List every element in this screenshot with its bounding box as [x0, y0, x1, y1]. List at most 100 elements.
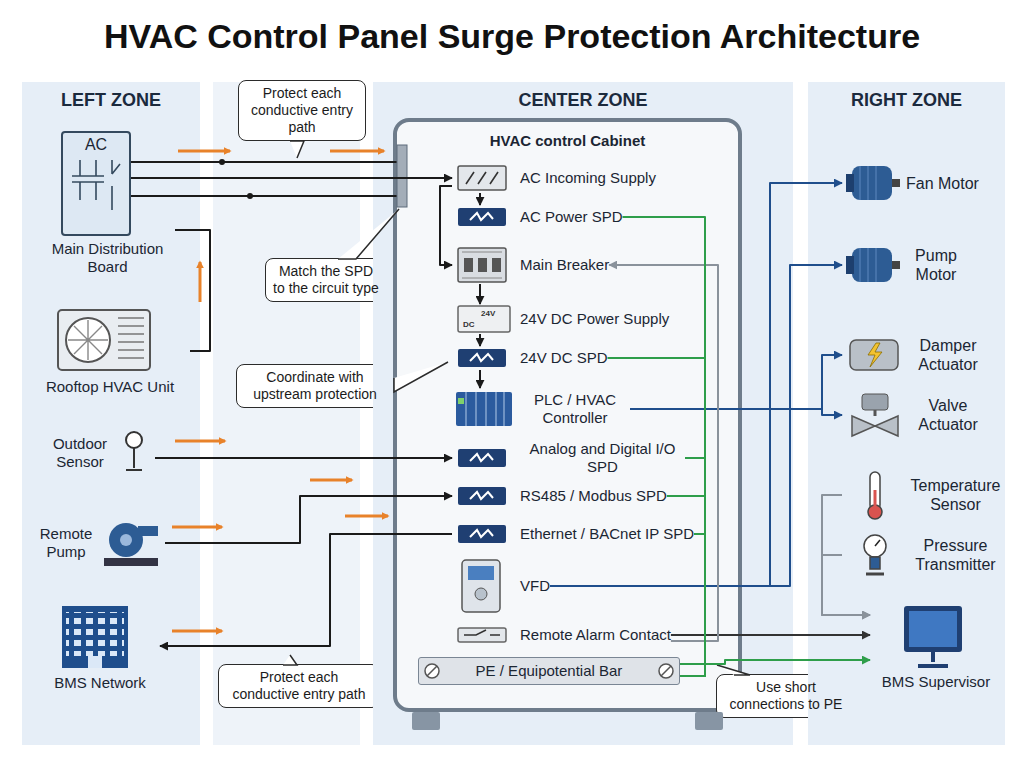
vfd-icon: [462, 560, 500, 612]
pressure-transmitter-icon: [875, 540, 880, 546]
node-label: Ethernet / BACnet IP SPD: [520, 525, 694, 543]
node-label: Use short connections to PE: [724, 679, 848, 713]
node-label: Pressure Transmitter: [906, 536, 1005, 574]
node-label: RS485 / Modbus SPD: [520, 487, 667, 505]
surge-arrow: [199, 262, 202, 302]
main-breaker-icon: [464, 258, 473, 272]
distribution-board-icon: [62, 132, 130, 235]
callout-box: Protect each conductive entry path: [218, 664, 380, 708]
temperature-sensor-icon: [870, 472, 880, 510]
distribution-board-icon: [62, 132, 130, 235]
connector: [479, 370, 481, 388]
cabinet-leg: [412, 712, 723, 730]
power-supply-icon: [458, 306, 510, 332]
rooftop-unit-icon: [58, 310, 150, 370]
node-label: Remote Pump: [35, 525, 97, 561]
node-label: AC: [62, 136, 130, 154]
incoming-supply-icon: [458, 166, 506, 190]
connector: [479, 284, 481, 304]
callout-box: Protect each conductive entry path: [238, 80, 366, 141]
pe-screw: [425, 664, 673, 678]
connector: [667, 496, 705, 676]
connector: [165, 496, 452, 543]
plc-icon: [466, 392, 504, 426]
node-label: Main Distribution Board: [40, 240, 175, 276]
cabinet-leg: [695, 712, 723, 730]
cable-gland: [397, 145, 407, 207]
connector: [175, 230, 210, 351]
motor-icon: [846, 166, 900, 282]
ac-supply-junction: [219, 159, 225, 165]
connector: [175, 177, 452, 179]
connector: [822, 495, 870, 615]
remote-pump-icon: [138, 526, 158, 536]
damper-actuator-icon: [850, 340, 898, 370]
node-label: BMS Network: [54, 674, 146, 692]
node-label: Outdoor Sensor: [45, 435, 115, 471]
outdoor-sensor-icon: [126, 448, 142, 470]
ac-supply-wire: [130, 177, 176, 179]
callout-tail: [717, 665, 750, 675]
motor-icon: [892, 261, 900, 269]
monitor-icon: [918, 652, 948, 666]
zone-panel: CENTER ZONEHVAC control CabinetAC Incomi…: [373, 82, 793, 745]
node-label: Protect each conductive entry path: [226, 669, 372, 703]
node-label: VFD: [520, 577, 550, 595]
connector: [550, 183, 842, 586]
spd-module-icon: [458, 525, 506, 543]
zone-heading: RIGHT ZONE: [808, 89, 1005, 111]
device-marking: 24V: [481, 309, 495, 318]
main-breaker-icon: [458, 248, 506, 282]
pressure-transmitter-icon: [866, 573, 884, 576]
callout-tail: [338, 209, 399, 259]
connector: [630, 355, 842, 409]
motor-icon: [846, 256, 854, 274]
main-breaker-icon: [478, 258, 487, 272]
pe-screw: [427, 666, 671, 676]
alarm-contact-icon: [458, 628, 506, 642]
connector: [680, 534, 705, 676]
plc-icon: [458, 398, 464, 404]
connector: [160, 534, 452, 646]
connector: [550, 265, 842, 586]
incoming-supply-icon: [466, 172, 498, 184]
zone-heading: LEFT ZONE: [22, 89, 200, 111]
connector: [155, 457, 452, 459]
device-marking: DC: [463, 320, 475, 329]
node-label: AC Power SPD: [520, 208, 623, 226]
plc-icon: [456, 392, 512, 426]
field-device: Temperature Sensor: [842, 470, 1005, 520]
earth-bar: PE / Equipotential Bar: [418, 657, 680, 685]
spd-module-icon: [458, 208, 506, 226]
alarm-contact-icon: [464, 630, 500, 635]
connector: [440, 186, 452, 265]
bms-building-icon: [88, 656, 102, 668]
outdoor-sensor-icon: [126, 432, 142, 448]
pressure-transmitter-icon: [864, 535, 886, 574]
diagram-title: HVAC Control Panel Surge Protection Arch…: [104, 16, 920, 56]
monitor-icon: [904, 606, 962, 666]
vfd-icon: [468, 566, 494, 580]
connector: [822, 555, 870, 615]
cabinet-leg: [412, 712, 440, 730]
callout-tail: [283, 655, 297, 665]
callout-tail: [290, 141, 304, 158]
pressure-transmitter-icon: [864, 535, 886, 557]
temperature-sensor-icon: [874, 490, 877, 508]
motor-icon: [892, 179, 900, 187]
spd-module-icon: [458, 349, 506, 367]
control-cabinet: HVAC control CabinetAC Incoming SupplyAC…: [393, 118, 742, 712]
vfd-icon: [462, 560, 500, 612]
pressure-transmitter-icon: [870, 557, 880, 569]
surge-arrow: [330, 150, 384, 153]
node-label: Main Breaker: [520, 256, 609, 274]
alarm-contact-icon: [458, 628, 506, 642]
connector: [630, 409, 842, 415]
node-label: Protect each conductive entry path: [246, 85, 358, 136]
bms-building-icon: [62, 606, 128, 668]
main-breaker-icon: [492, 258, 501, 272]
monitor-icon: [904, 606, 962, 652]
surge-arrow: [310, 479, 352, 482]
callout-tail: [394, 362, 448, 392]
